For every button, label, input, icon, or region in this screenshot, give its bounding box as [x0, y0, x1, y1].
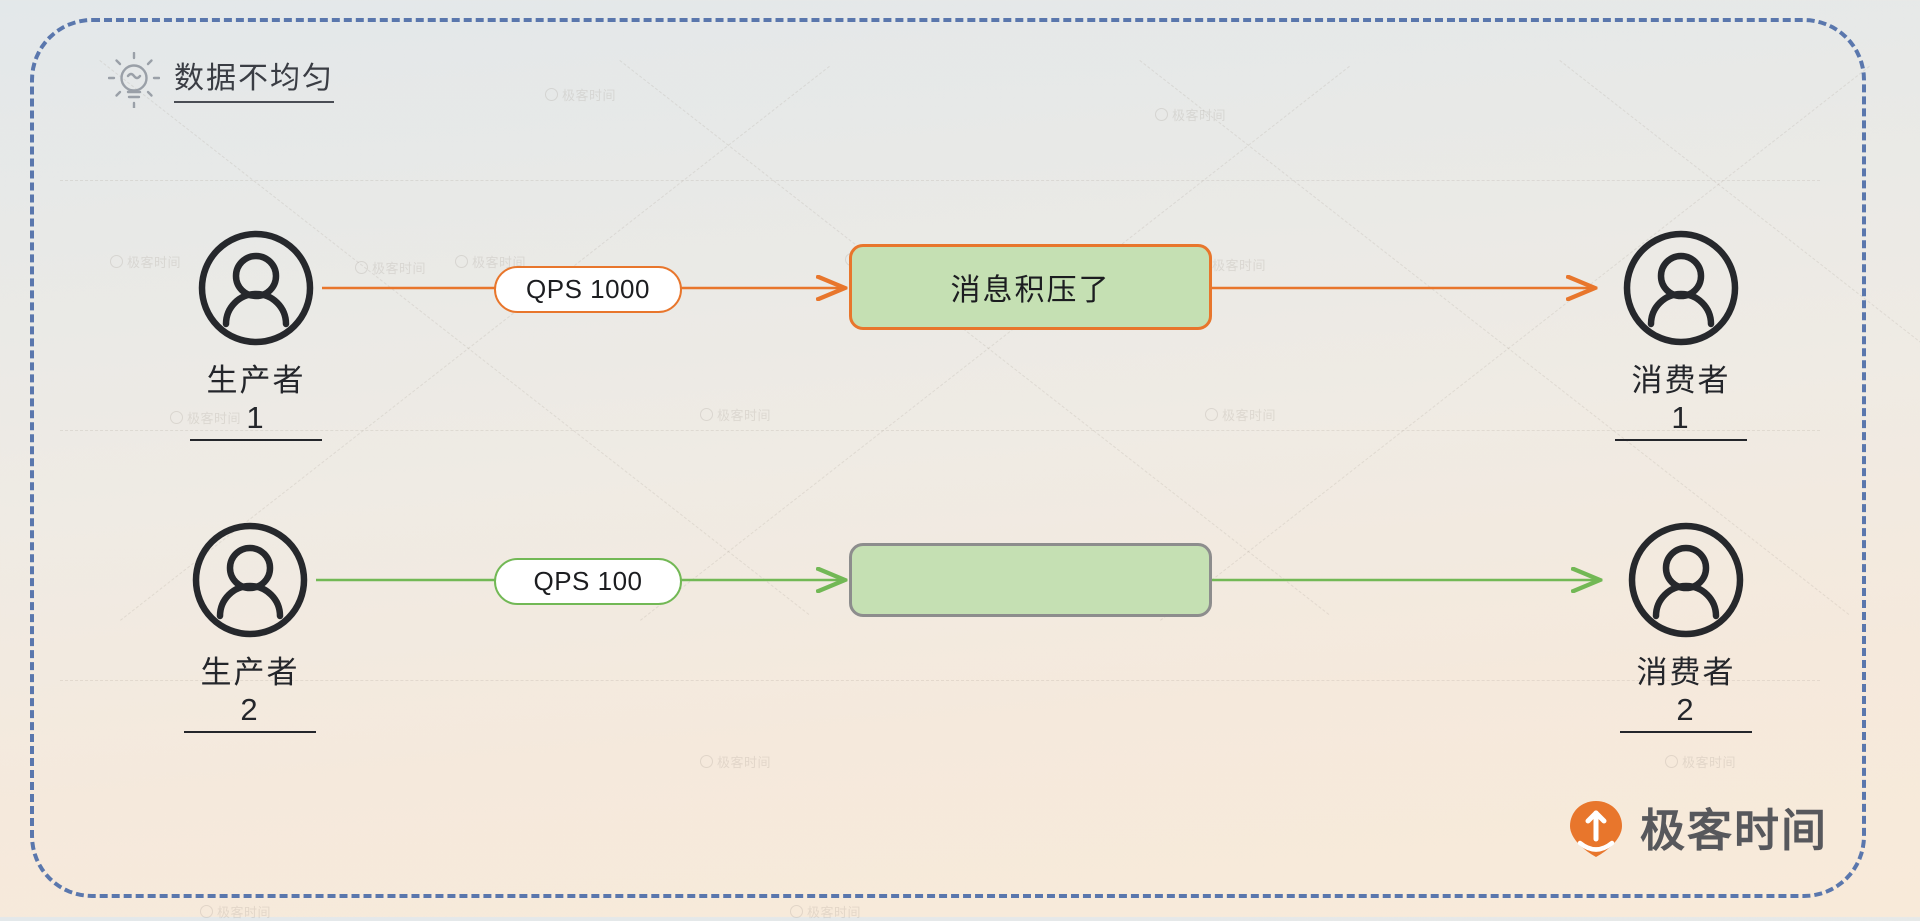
person-icon	[1626, 520, 1746, 640]
page-title-text: 数据不均匀	[174, 62, 334, 103]
watermark: 极客时间	[200, 902, 271, 921]
queue-box-backlogged[interactable]: 消息积压了	[849, 244, 1212, 330]
watermark: 极客时间	[545, 85, 616, 104]
rate-badge-producer-1[interactable]: QPS 1000	[494, 266, 682, 313]
background-lattice-line	[60, 680, 1820, 681]
rate-badge-producer-2[interactable]: QPS 100	[494, 558, 682, 605]
watermark: 极客时间	[700, 405, 771, 424]
lightbulb-icon	[107, 51, 161, 113]
node-label: 生产者 1	[190, 362, 322, 442]
queue-box-normal[interactable]	[849, 543, 1212, 617]
person-icon	[196, 228, 316, 348]
brand-logo: 极客时间	[1568, 794, 1828, 859]
node-label: 消费者 1	[1615, 362, 1747, 442]
node-producer-1[interactable]: 生产者 1	[190, 228, 322, 442]
dashed-frame-border	[30, 18, 1866, 898]
watermark: 极客时间	[170, 408, 241, 427]
watermark: 极客时间	[1665, 752, 1736, 771]
brand-logo-text: 极客时间	[1639, 805, 1828, 856]
person-icon	[190, 520, 310, 640]
background-lattice-line	[60, 180, 1820, 181]
watermark: 极客时间	[700, 752, 771, 771]
background-lattice-line	[60, 430, 1820, 431]
watermark: 极客时间	[355, 258, 426, 277]
node-consumer-2[interactable]: 消费者 2	[1620, 520, 1752, 734]
page-title: 数据不均匀	[107, 51, 334, 113]
watermark: 极客时间	[790, 902, 861, 921]
watermark: 极客时间	[1155, 105, 1226, 124]
node-consumer-1[interactable]: 消费者 1	[1615, 228, 1747, 442]
person-icon	[1621, 228, 1741, 348]
geektime-pin-icon	[1568, 799, 1624, 857]
node-producer-2[interactable]: 生产者 2	[184, 520, 316, 734]
node-label: 消费者 2	[1620, 654, 1752, 734]
watermark: 极客时间	[1205, 405, 1276, 424]
node-label: 生产者 2	[184, 654, 316, 734]
watermark: 极客时间	[110, 252, 181, 271]
